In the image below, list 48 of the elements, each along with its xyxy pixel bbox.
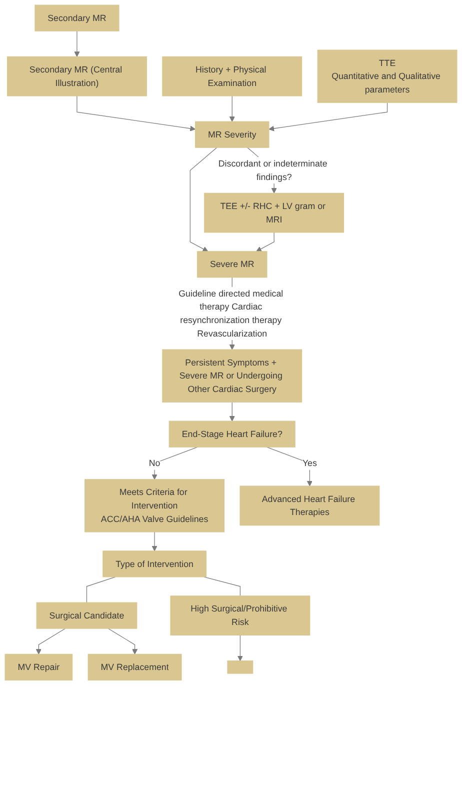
box-text: High Surgical/Prohibitive Risk bbox=[190, 602, 288, 629]
arrow bbox=[256, 232, 274, 252]
box-text: Secondary MR bbox=[48, 12, 106, 25]
arrow bbox=[76, 96, 196, 132]
process-box bbox=[170, 596, 310, 636]
connector-line bbox=[86, 576, 116, 603]
box-text: Persistent Symptoms + Severe MR or Undergoing Other Cardiac Surgery bbox=[178, 356, 284, 396]
arrow bbox=[36, 628, 66, 654]
arrow bbox=[190, 147, 218, 252]
box-text: Type of Intervention bbox=[116, 558, 194, 571]
box-text: Advanced Heart Failure Therapies bbox=[260, 492, 356, 519]
process-box bbox=[102, 550, 206, 578]
process-box bbox=[84, 479, 225, 532]
process-box bbox=[6, 56, 147, 96]
process-box bbox=[4, 654, 73, 680]
box-text: History + Physical Examination bbox=[194, 63, 268, 90]
edge-label: Yes bbox=[302, 456, 317, 470]
box-text: End-Stage Heart Failure? bbox=[182, 428, 282, 441]
box-text: Surgical Candidate bbox=[49, 609, 124, 622]
process-box bbox=[34, 4, 120, 32]
arrow bbox=[74, 30, 80, 57]
process-box bbox=[162, 56, 302, 96]
arrow bbox=[108, 628, 138, 654]
process-box bbox=[88, 654, 182, 680]
arrow bbox=[229, 402, 235, 422]
process-box bbox=[196, 251, 268, 278]
process-box bbox=[195, 121, 270, 148]
process-box bbox=[204, 192, 344, 233]
box-text: MV Replacement bbox=[100, 660, 169, 674]
arrow bbox=[237, 634, 243, 662]
box-text: Meets Criteria for Intervention ACC/AHA Valve Guidelines bbox=[100, 486, 210, 526]
box-text: Secondary MR (Central Illustration) bbox=[28, 63, 124, 90]
process-box bbox=[36, 602, 138, 629]
arrow bbox=[152, 532, 158, 552]
box-text: TTE Quantitative and Qualitative parameters bbox=[330, 56, 442, 96]
arrow bbox=[229, 96, 235, 122]
arrow bbox=[268, 102, 388, 132]
box-text: Severe MR bbox=[210, 258, 254, 272]
box-text: MV Repair bbox=[18, 660, 60, 674]
box-text: TEE +/- RHC + LV gram or MRI bbox=[219, 200, 326, 226]
connector-line bbox=[204, 576, 240, 596]
process-box bbox=[168, 420, 296, 448]
process-box bbox=[240, 486, 380, 526]
empty-box bbox=[227, 660, 254, 674]
process-box bbox=[162, 349, 302, 402]
process-box bbox=[317, 50, 458, 103]
box-text: MR Severity bbox=[208, 128, 256, 142]
edge-label: No bbox=[148, 456, 160, 470]
